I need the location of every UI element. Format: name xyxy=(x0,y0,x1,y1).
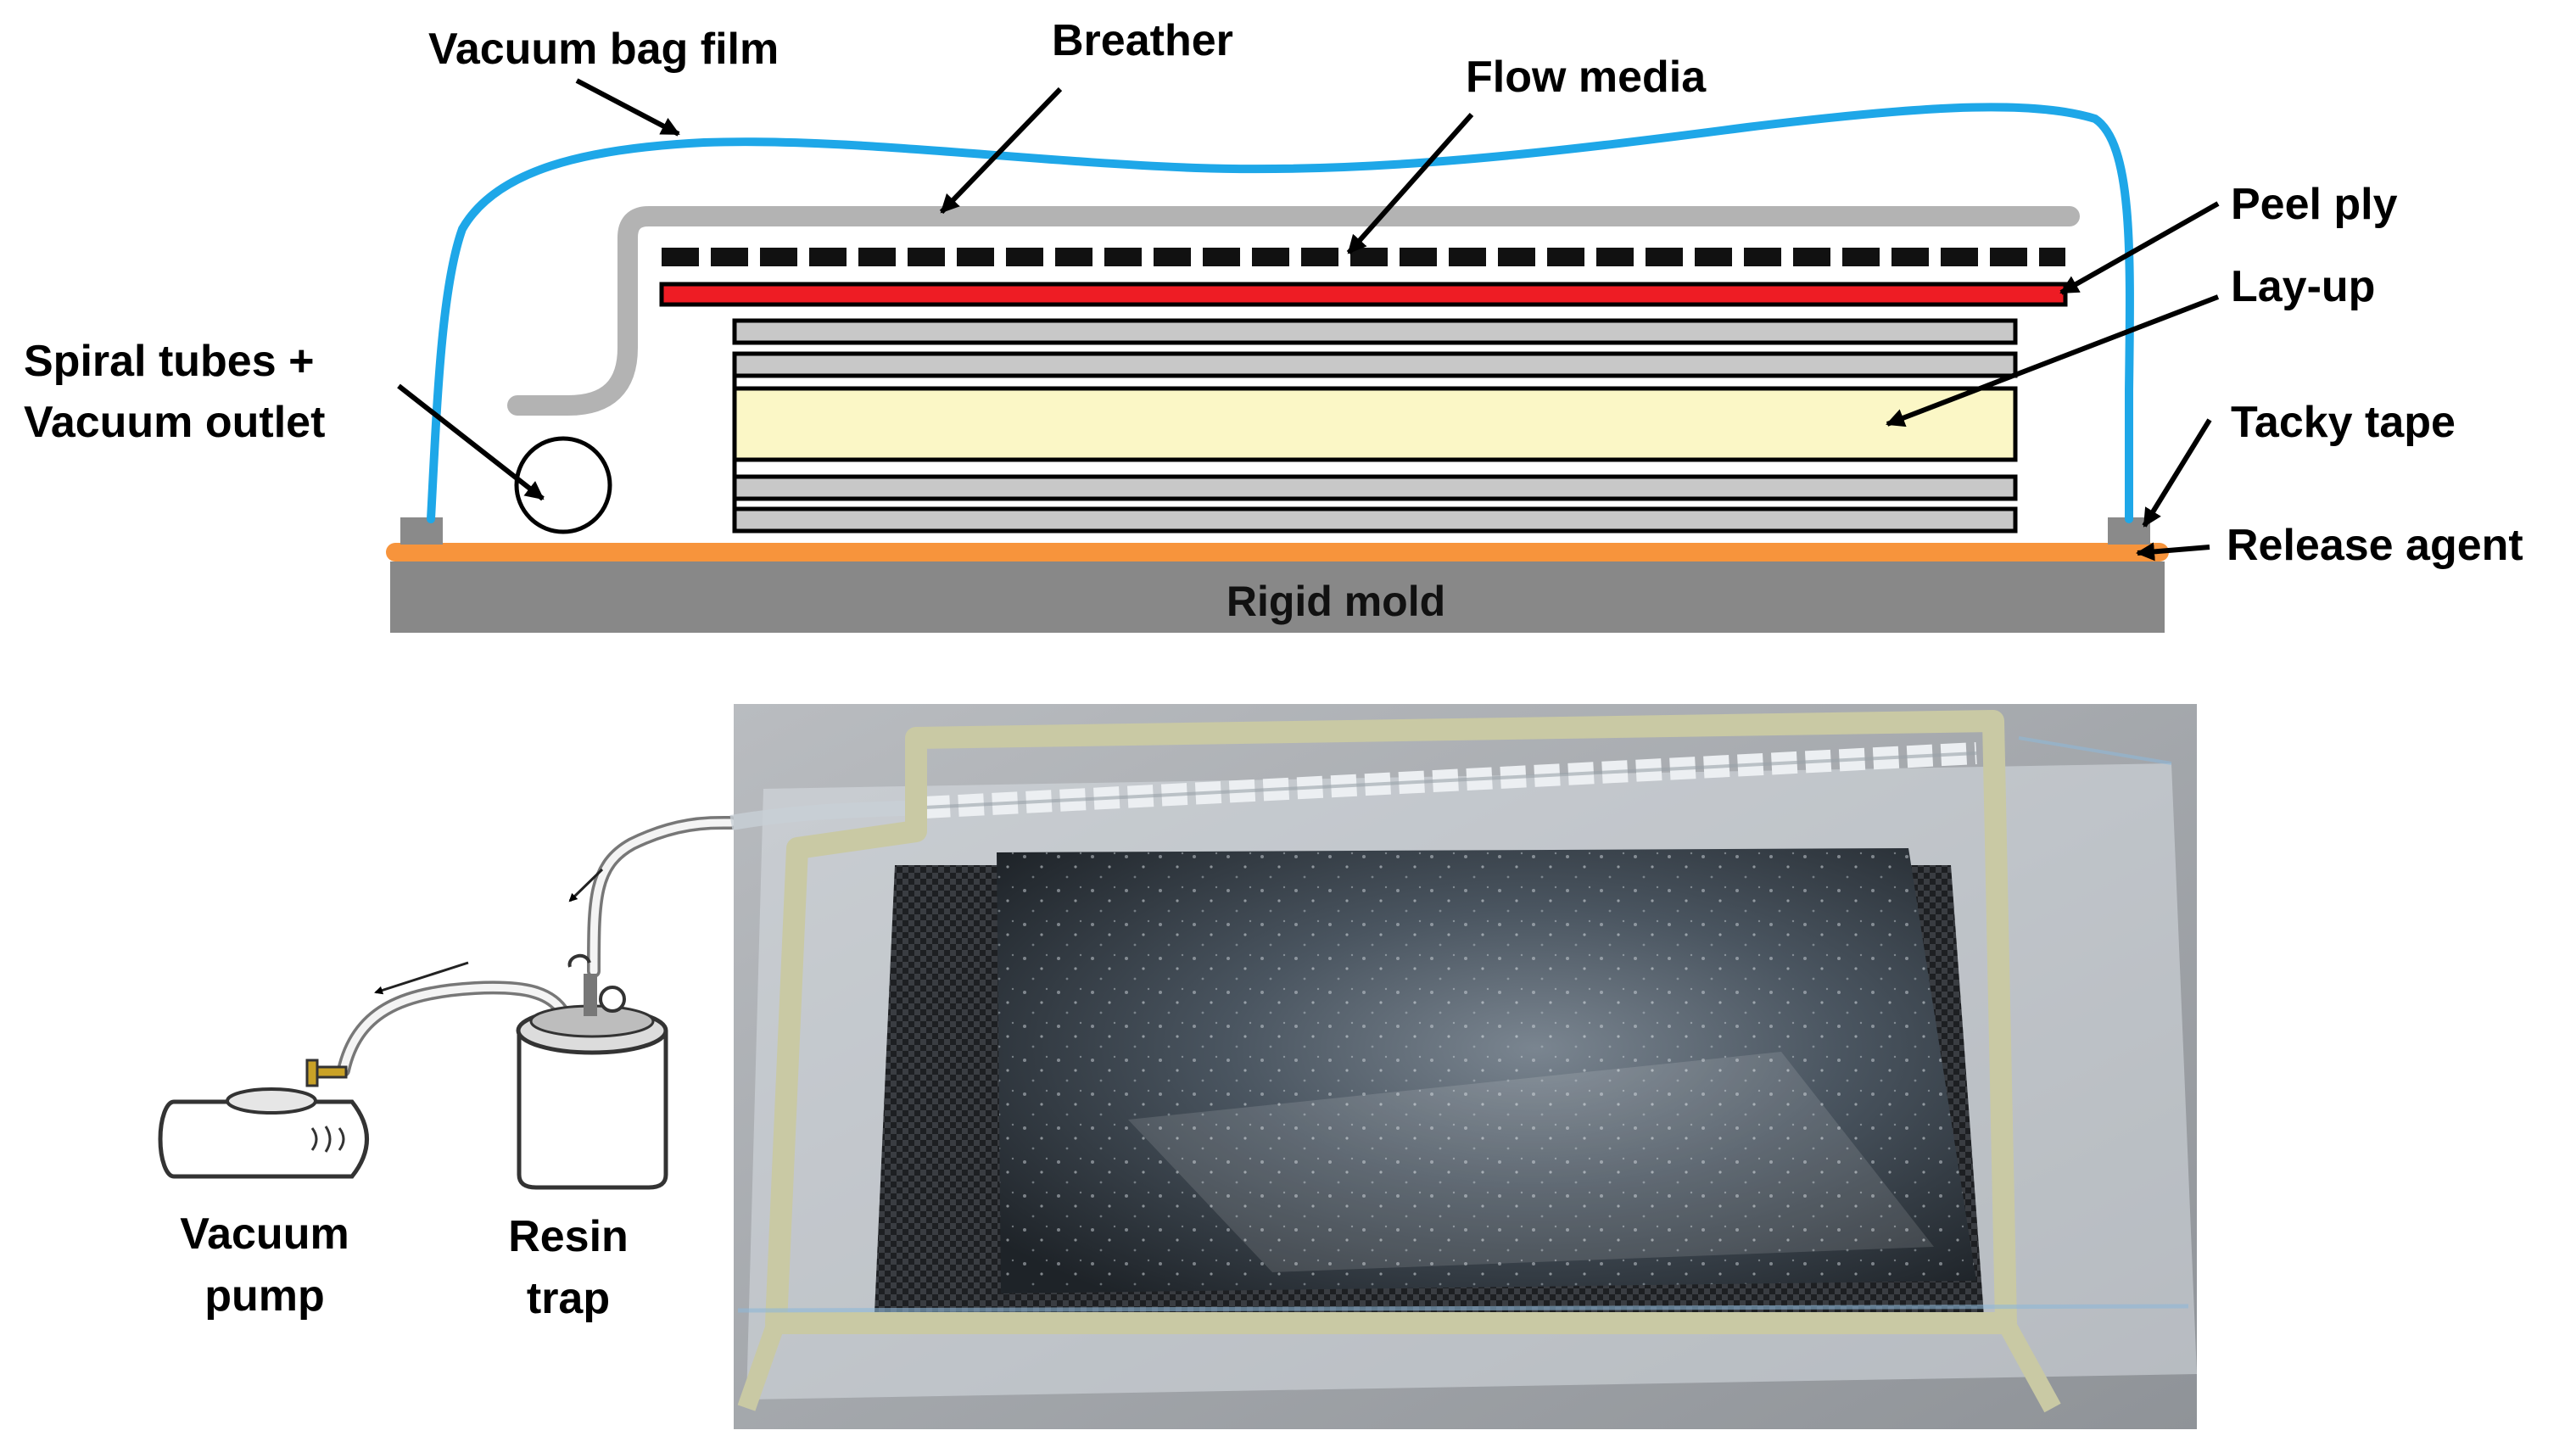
arrow-release-agent xyxy=(2136,542,2210,561)
label-breather: Breather xyxy=(1052,16,1233,65)
vacuum-pump xyxy=(158,1059,369,1179)
label-peel-ply: Peel ply xyxy=(2231,180,2398,229)
label-release-agent: Release agent xyxy=(2227,521,2523,570)
lay-up-stack xyxy=(732,318,2018,534)
rigid-mold-label: Rigid mold xyxy=(1227,578,1445,625)
release-agent-layer xyxy=(386,543,2169,561)
resin-trap-label-2: trap xyxy=(527,1274,610,1323)
label-vacuum-bag-film: Vacuum bag film xyxy=(428,25,779,74)
breather-layer xyxy=(507,206,2080,416)
label-flow-media: Flow media xyxy=(1466,53,1707,102)
spiral-tube-outlet xyxy=(514,436,612,534)
arrow-lay-up xyxy=(1886,294,2220,427)
rigid-mold xyxy=(390,561,2165,633)
arrow-peel-ply xyxy=(2059,201,2220,295)
label-spiral-tubes-2: Vacuum outlet xyxy=(24,398,325,447)
flow-arrow-1 xyxy=(568,868,604,902)
arrow-tacky-tape xyxy=(2142,418,2212,528)
arrow-spiral-tubes xyxy=(397,383,545,501)
vacuum-bag-film xyxy=(427,103,2134,523)
resin-trap xyxy=(516,953,668,1190)
label-spiral-tubes-1: Spiral tubes + xyxy=(24,337,314,386)
vacuum-pump-label-2: pump xyxy=(204,1271,325,1321)
peel-ply-layer xyxy=(659,282,2068,307)
arrow-vacuum-bag xyxy=(575,78,680,137)
vacuum-pump-label-1: Vacuum xyxy=(180,1210,349,1259)
layup-photo xyxy=(729,704,2197,1429)
hose-trap-to-bag xyxy=(587,815,738,978)
label-lay-up: Lay-up xyxy=(2231,262,2375,311)
lay-up-core xyxy=(732,386,2018,462)
vacuum-bag-schematic: Rigid mold Vacuum bag film Breather Flow… xyxy=(24,16,2523,633)
tacky-tape-left xyxy=(400,517,443,545)
arrow-breather xyxy=(939,87,1063,215)
label-tacky-tape: Tacky tape xyxy=(2231,398,2456,447)
vacuum-equipment-illustration: Vacuum pump Resin trap xyxy=(158,815,738,1323)
arrow-flow-media xyxy=(1346,113,1474,254)
resin-trap-label-1: Resin xyxy=(508,1212,629,1261)
leader-arrows xyxy=(397,78,2220,561)
flow-arrow-2 xyxy=(374,961,469,995)
